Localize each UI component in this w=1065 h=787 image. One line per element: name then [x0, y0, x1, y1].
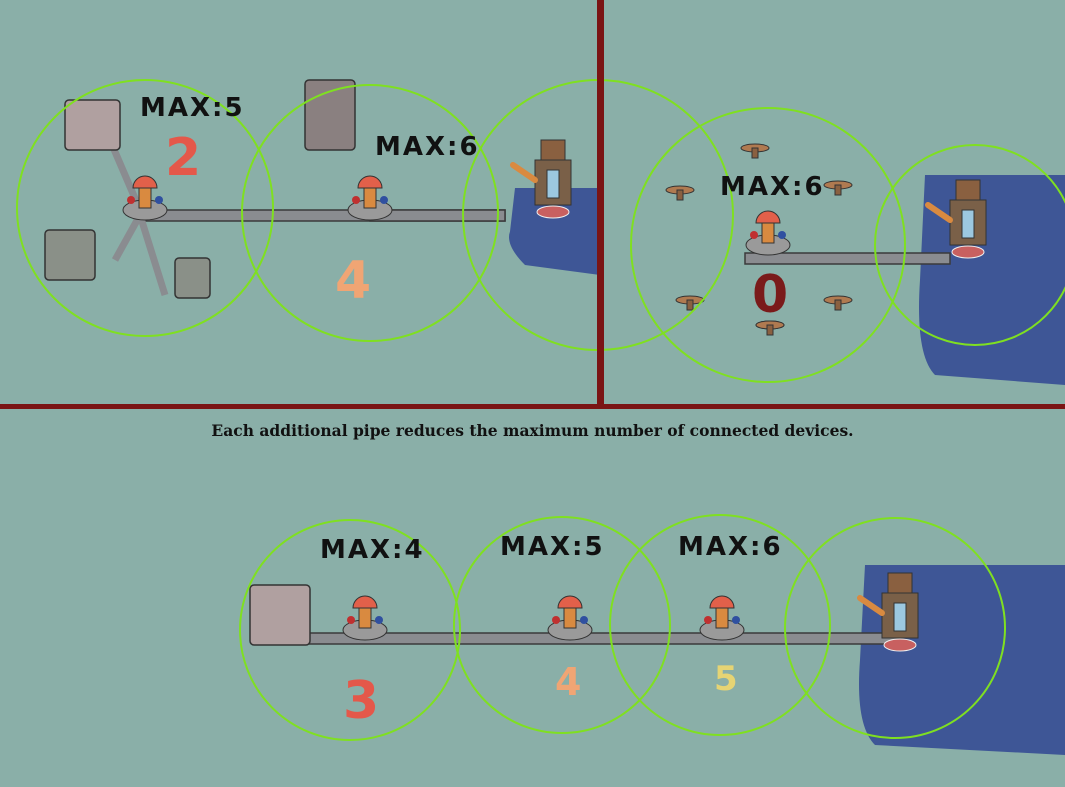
- device-icon: [64, 99, 121, 151]
- range-circle: [241, 84, 499, 342]
- sprinkler-icon: [755, 320, 785, 336]
- count-label: 5: [714, 659, 738, 699]
- water-icon: [919, 175, 1065, 385]
- pump-icon: [510, 139, 572, 219]
- count-label: 2: [165, 128, 201, 188]
- range-circle: [609, 514, 831, 736]
- panel-divider-vertical: [597, 0, 604, 406]
- max-label: MAX:5: [500, 532, 605, 562]
- sprinkler-station-icon: [347, 175, 393, 221]
- pump-icon: [925, 179, 987, 259]
- range-circle: [453, 516, 671, 734]
- range-circle: [874, 144, 1065, 346]
- sprinkler-station-icon: [342, 595, 388, 641]
- count-label: 0: [752, 265, 788, 325]
- sprinkler-station-icon: [699, 595, 745, 641]
- device-icon: [174, 257, 211, 299]
- sprinkler-icon: [740, 143, 770, 159]
- max-label: MAX:5: [140, 93, 245, 123]
- pipe-icon: [744, 252, 951, 265]
- count-label: 4: [555, 660, 581, 704]
- pipe-icon: [106, 138, 144, 212]
- pipe-icon: [111, 213, 144, 262]
- sprinkler-station-icon: [547, 595, 593, 641]
- sprinkler-station-icon: [122, 175, 168, 221]
- pipe-icon: [136, 213, 169, 297]
- sprinkler-icon: [823, 295, 853, 311]
- max-label: MAX:6: [678, 532, 783, 562]
- sprinkler-icon: [665, 185, 695, 201]
- pump-icon: [857, 572, 919, 652]
- sprinkler-icon: [823, 180, 853, 196]
- range-circle: [16, 79, 274, 337]
- range-circle: [784, 517, 1006, 739]
- device-icon: [304, 79, 356, 151]
- device-icon: [249, 584, 311, 646]
- range-circle: [630, 107, 906, 383]
- range-circle: [239, 519, 461, 741]
- max-label: MAX:6: [720, 172, 825, 202]
- device-icon: [44, 229, 96, 281]
- count-label: 3: [343, 671, 379, 731]
- water-icon: [509, 188, 600, 275]
- max-label: MAX:4: [320, 535, 425, 565]
- panel-divider-horizontal: [0, 404, 1065, 409]
- sprinkler-station-icon: [745, 210, 791, 256]
- count-label: 4: [335, 251, 371, 311]
- max-label: MAX:6: [375, 132, 480, 162]
- caption: Each additional pipe reduces the maximum…: [211, 421, 854, 440]
- pipe-icon: [304, 632, 901, 645]
